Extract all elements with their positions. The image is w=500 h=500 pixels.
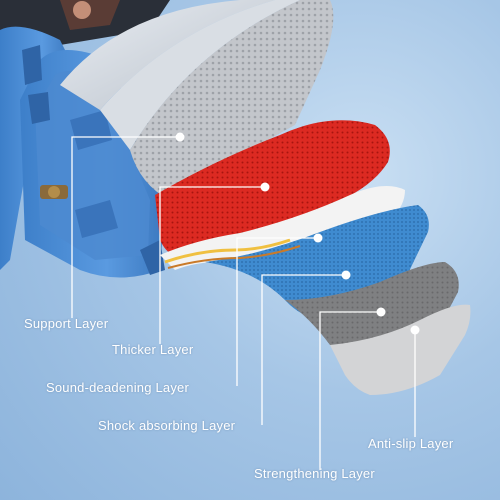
support-layer-shape [130, 0, 334, 200]
label-anti-slip-layer: Anti-slip Layer [368, 436, 454, 451]
leader-lines [71, 136, 416, 470]
label-thicker-layer: Thicker Layer [112, 342, 194, 357]
layer-edges [164, 238, 291, 264]
leader-dots [175, 132, 420, 335]
label-support-layer: Support Layer [24, 316, 109, 331]
anti-slip-layer-shape [330, 304, 471, 395]
thicker-layer-shape [155, 120, 390, 257]
label-shock-absorbing-layer: Shock absorbing Layer [98, 418, 236, 433]
label-strengthening-layer: Strengthening Layer [254, 466, 375, 481]
device-body [0, 26, 165, 278]
label-sound-deadening-layer: Sound-deadening Layer [46, 380, 189, 395]
roller-rim [60, 0, 300, 150]
